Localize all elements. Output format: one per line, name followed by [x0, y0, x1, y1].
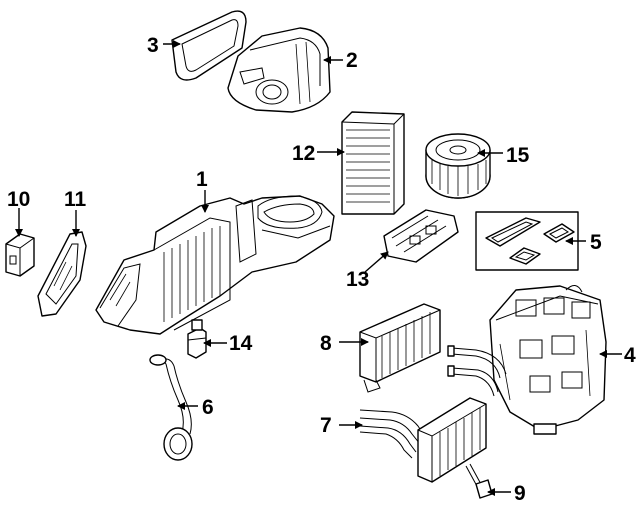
part-15-blower-motor: [425, 133, 491, 199]
part-14-valve: [187, 319, 207, 359]
part-9-fitting: [465, 463, 493, 499]
part-5-seal-kit: [475, 211, 579, 271]
part-4-pipes: [447, 345, 507, 397]
callout-9: 9: [514, 482, 526, 505]
callout-11: 11: [64, 188, 87, 211]
callout-7: 7: [320, 414, 332, 437]
callout-4: 4: [624, 344, 636, 367]
callout-2: 2: [346, 49, 358, 72]
callout-6: 6: [202, 396, 214, 419]
callout-3: 3: [147, 34, 159, 57]
callout-10: 10: [7, 188, 30, 211]
part-3-gasket: [171, 10, 247, 81]
part-6-drain-tube: [149, 354, 193, 461]
leader-lines: [15, 40, 622, 496]
part-10-sensor: [5, 233, 35, 277]
callout-8: 8: [320, 332, 332, 355]
part-4-hvac-housing: [489, 285, 607, 435]
callout-15: 15: [506, 144, 530, 167]
part-11-cover: [37, 231, 87, 317]
callout-13: 13: [346, 268, 369, 291]
callout-5: 5: [590, 231, 602, 254]
part-12-cabin-filter: [341, 111, 405, 215]
part-7-heater-core: [359, 397, 487, 483]
part-2-blower-housing: [227, 27, 331, 113]
callout-1: 1: [196, 168, 208, 191]
part-8-evaporator: [359, 303, 441, 393]
callout-14: 14: [229, 332, 253, 355]
callout-12: 12: [292, 142, 315, 165]
part-13-actuator: [383, 209, 459, 263]
part-1-hvac-case: [95, 195, 335, 335]
